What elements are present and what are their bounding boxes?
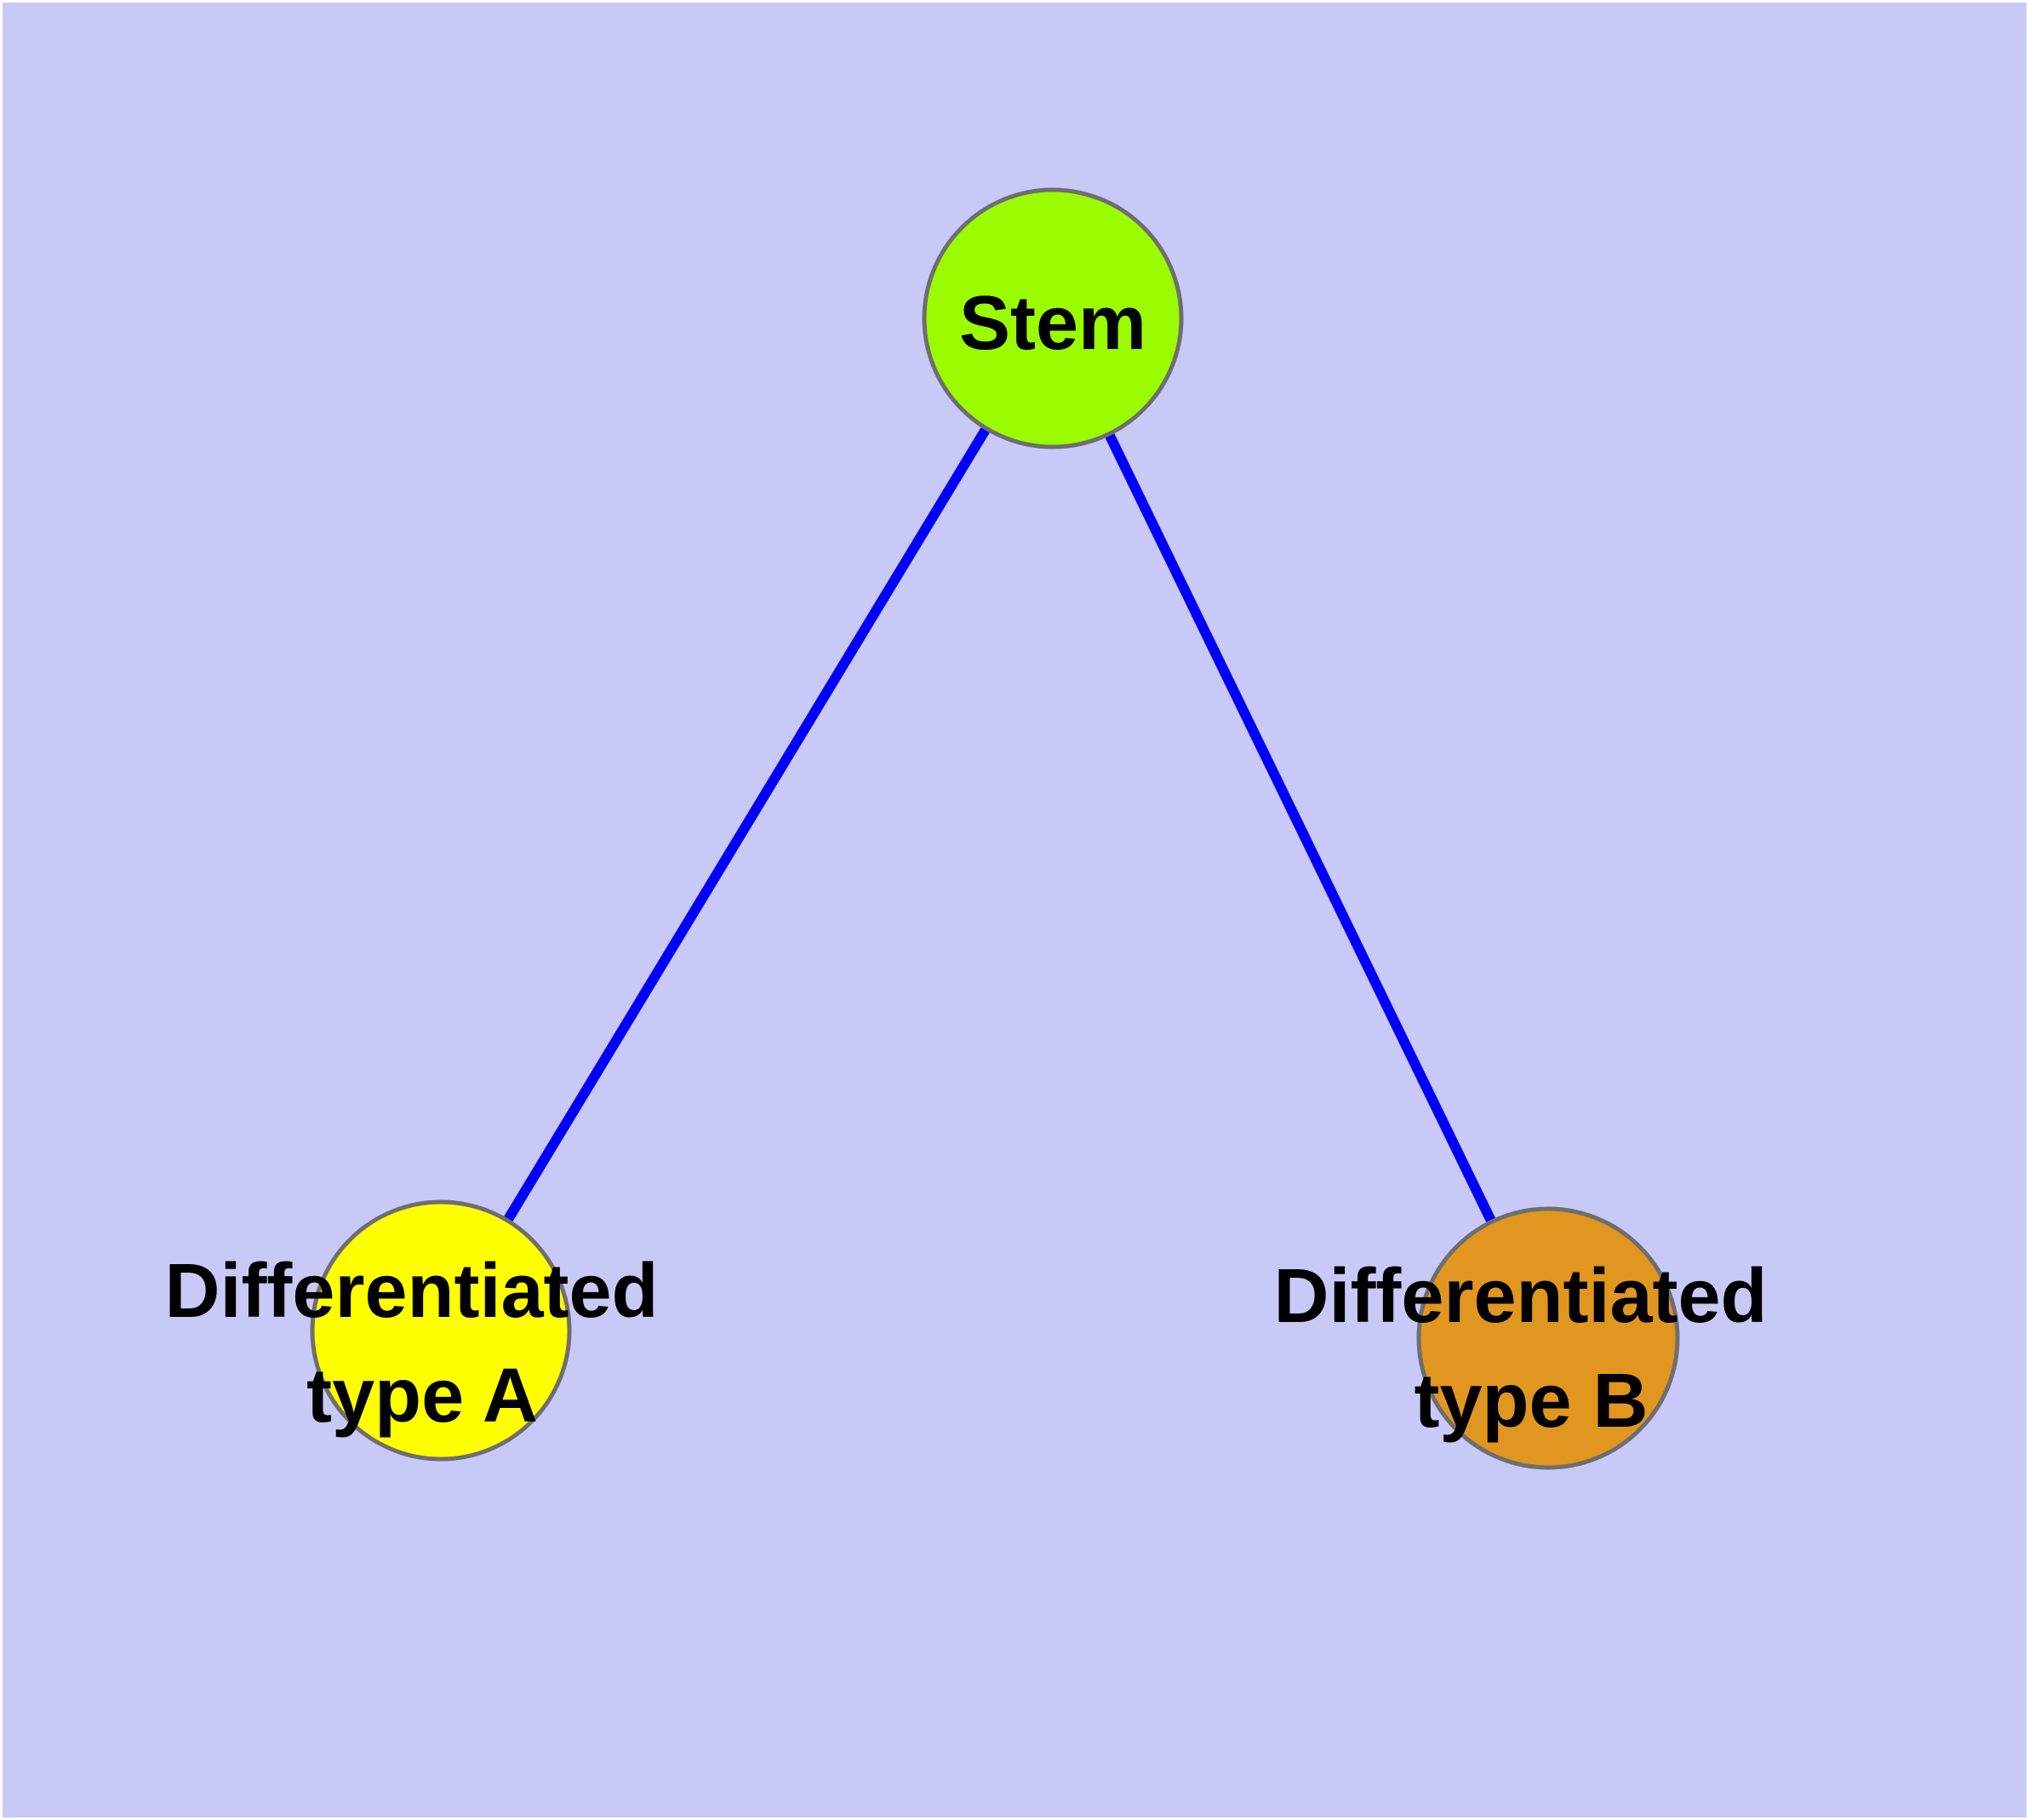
node-differentiated-type-b[interactable] bbox=[1416, 1206, 1680, 1470]
node-stem[interactable] bbox=[922, 187, 1184, 449]
node-differentiated-type-a[interactable] bbox=[310, 1199, 572, 1462]
node-type-a-label-line1: Differentiated bbox=[164, 1249, 658, 1334]
node-type-b-label: Differentiated type B bbox=[1273, 1254, 1788, 1444]
node-type-b-label-line2: type B bbox=[1414, 1359, 1648, 1444]
node-stem-label: Stem bbox=[959, 281, 1146, 366]
edge-stem-to-type-a bbox=[436, 315, 1058, 1334]
edge-stem-to-type-b bbox=[1048, 316, 1553, 1341]
node-type-a-label: Differentiated type A bbox=[164, 1249, 679, 1439]
node-type-b-label-line1: Differentiated bbox=[1273, 1254, 1767, 1339]
node-type-a-label-line2: type A bbox=[306, 1354, 538, 1439]
